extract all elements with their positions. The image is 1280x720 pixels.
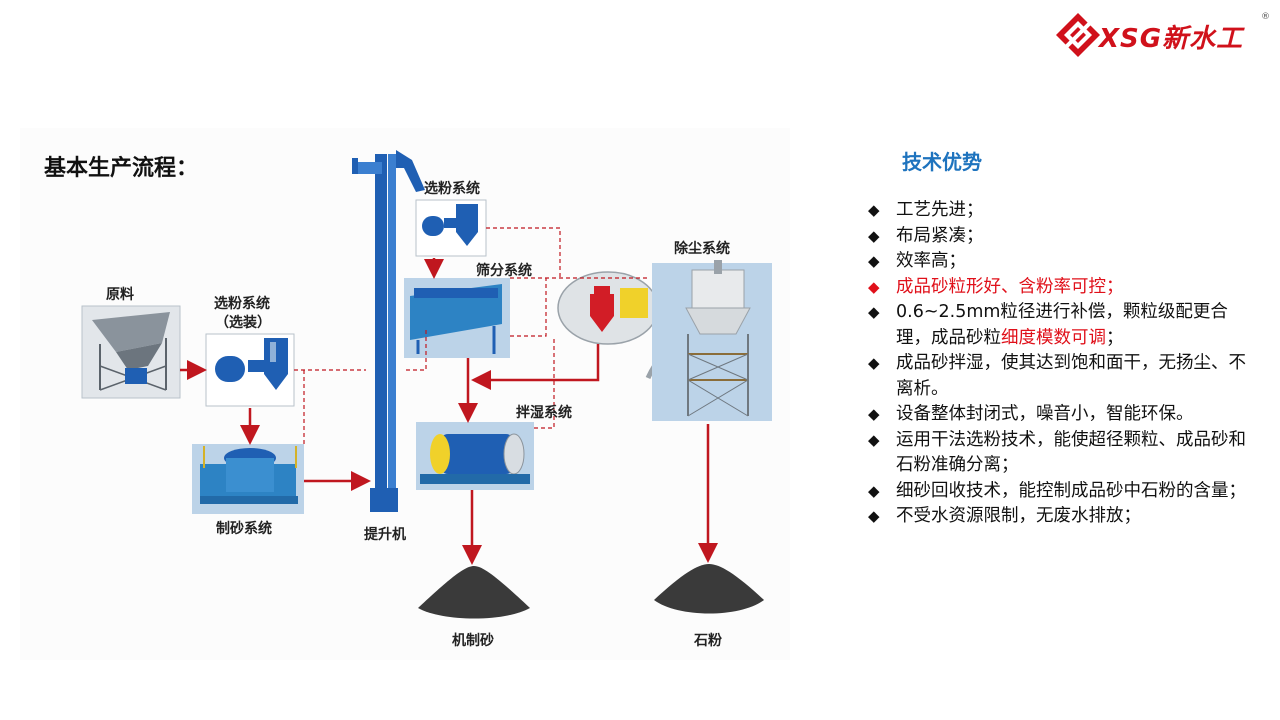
label-raw-material: 原料 xyxy=(106,287,134,303)
label-stone-powder: 石粉 xyxy=(694,633,722,649)
diamond-bullet-icon: ◆ xyxy=(868,481,880,500)
brand-registered-mark: ® xyxy=(1261,12,1270,22)
raw-material-hopper xyxy=(81,305,181,399)
label-dust-removal: 除尘系统 xyxy=(674,241,730,257)
advantage-item: ◆细砂回收技术，能控制成品砂中石粉的含量； xyxy=(866,479,1262,505)
diamond-bullet-icon: ◆ xyxy=(868,303,880,321)
cyclone-detail xyxy=(557,271,693,380)
brand-diamond-icon xyxy=(1056,13,1100,57)
flow-arrows xyxy=(180,258,718,565)
advantage-item: ◆不受水资源限制，无废水排放； xyxy=(866,504,1262,530)
label-sand-making: 制砂系统 xyxy=(216,521,272,537)
label-screening: 筛分系统 xyxy=(476,263,532,279)
highlight-fineness-modulus: 细度模数可调 xyxy=(1001,327,1106,348)
diamond-bullet-icon: ◆ xyxy=(868,507,880,525)
label-machine-sand: 机制砂 xyxy=(452,633,494,649)
advantage-item: ◆成品砂拌湿，使其达到饱和面干，无扬尘、不离析。 xyxy=(868,353,1246,399)
advantage-item: ◆工艺先进； xyxy=(866,198,1262,224)
powder-selection-top xyxy=(415,199,487,257)
process-diagram-graphic xyxy=(81,150,772,619)
label-powder-selection-top: 选粉系统 xyxy=(424,181,480,197)
dashed-flow-lines xyxy=(294,227,648,444)
powder-selection-left xyxy=(205,333,295,407)
advantage-item: ◆设备整体封闭式，噪音小，智能环保。 xyxy=(866,402,1262,428)
label-elevator: 提升机 xyxy=(364,527,406,543)
advantages-title: 技术优势 xyxy=(902,150,982,174)
diamond-bullet-icon: ◆ xyxy=(868,354,880,372)
label-powder-selection-left-optional: （选装） xyxy=(215,315,271,331)
advantages-list: ◆工艺先进； ◆布局紧凑； ◆效率高； ◆成品砂粒形好、含粉率可控； ◆0.6~… xyxy=(866,198,1262,530)
dust-removal-tower xyxy=(652,260,772,421)
advantage-item-highlighted: ◆成品砂粒形好、含粉率可控； xyxy=(866,275,1262,301)
diamond-bullet-icon: ◆ xyxy=(868,226,880,245)
label-powder-selection-left: 选粉系统 xyxy=(214,296,270,312)
diamond-bullet-icon: ◆ xyxy=(868,277,880,296)
bucket-elevator xyxy=(352,150,425,512)
stone-powder-pile xyxy=(654,564,764,614)
diamond-bullet-icon: ◆ xyxy=(868,201,880,219)
label-mixing: 拌湿系统 xyxy=(516,405,572,421)
advantage-item: ◆效率高； xyxy=(866,249,1262,275)
diamond-bullet-icon: ◆ xyxy=(868,405,880,423)
screening-machine xyxy=(404,278,510,358)
process-diagram: 基本生产流程： 原料 选粉系统 （选装） 选粉系统 筛分系统 制砂系统 提升机 … xyxy=(20,128,790,660)
advantage-item: ◆布局紧凑； xyxy=(866,224,1262,250)
advantage-item: ◆0.6~2.5mm粒径进行补偿，颗粒级配更合理，成品砂粒细度模数可调； xyxy=(868,302,1228,348)
mixing-machine xyxy=(416,422,534,490)
diamond-bullet-icon: ◆ xyxy=(868,430,880,449)
brand-name: XSG新水工 xyxy=(1099,24,1244,54)
advantages-panel: 技术优势 ◆工艺先进； ◆布局紧凑； ◆效率高； ◆成品砂粒形好、含粉率可控； … xyxy=(862,140,1262,620)
machine-sand-pile xyxy=(418,566,530,619)
diamond-bullet-icon: ◆ xyxy=(868,252,880,270)
brand-logo: XSG新水工 ® xyxy=(1055,10,1270,60)
diagram-title: 基本生产流程： xyxy=(44,156,199,181)
sand-making-machine xyxy=(192,444,304,514)
advantage-item: ◆运用干法选粉技术，能使超径颗粒、成品砂和石粉准确分离； xyxy=(868,429,1246,476)
